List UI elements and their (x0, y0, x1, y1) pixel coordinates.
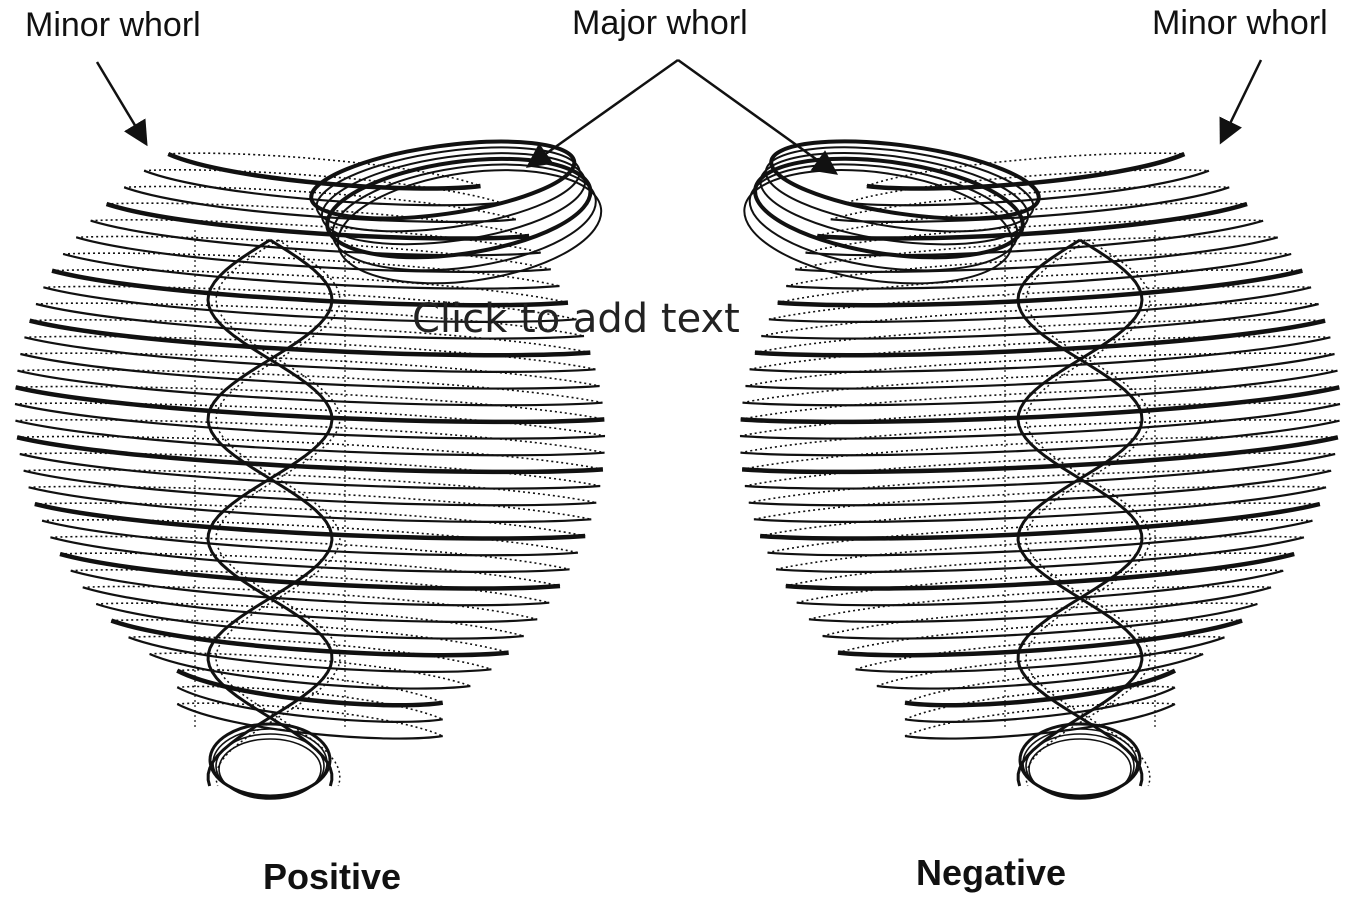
whorl-loop (307, 128, 579, 232)
coil-ring-back (905, 703, 1175, 736)
arrow-major-right (678, 60, 834, 172)
arrow-major-left (530, 60, 678, 165)
whorl-loop (767, 128, 1044, 233)
coil-ring-back (20, 453, 600, 486)
negative-supercoil-figure (737, 128, 1340, 799)
positive-caption: Positive (263, 856, 401, 898)
coil-ring-back (745, 453, 1335, 486)
arrow-minor-left (97, 62, 145, 142)
tail-loop (1029, 739, 1131, 799)
coil-ring-back (29, 486, 592, 519)
coil-ring-back (750, 336, 1331, 369)
coil-ring-back (740, 420, 1339, 453)
positive-supercoil-figure (15, 128, 608, 799)
coil-ring-back (797, 570, 1284, 603)
negative-caption: Negative (916, 852, 1066, 894)
tail-loop (219, 739, 321, 799)
arrow-minor-right (1222, 60, 1261, 140)
minor-whorl-label-right: Minor whorl (1152, 4, 1328, 43)
major-whorl-label: Major whorl (572, 4, 748, 43)
coil-ring-back (15, 403, 605, 436)
coil-ring-back (42, 520, 578, 553)
coil-ring-back (71, 570, 549, 603)
coil-ring-back (50, 536, 569, 569)
coil-ring-back (177, 703, 443, 736)
whorl-loop (316, 139, 591, 259)
whorl-loop (755, 138, 1034, 259)
add-text-placeholder[interactable]: Click to add text (412, 296, 740, 342)
coil-ring-back (769, 286, 1311, 319)
minor-whorl-label-left: Minor whorl (25, 6, 201, 45)
coil-ring-back (20, 353, 599, 386)
